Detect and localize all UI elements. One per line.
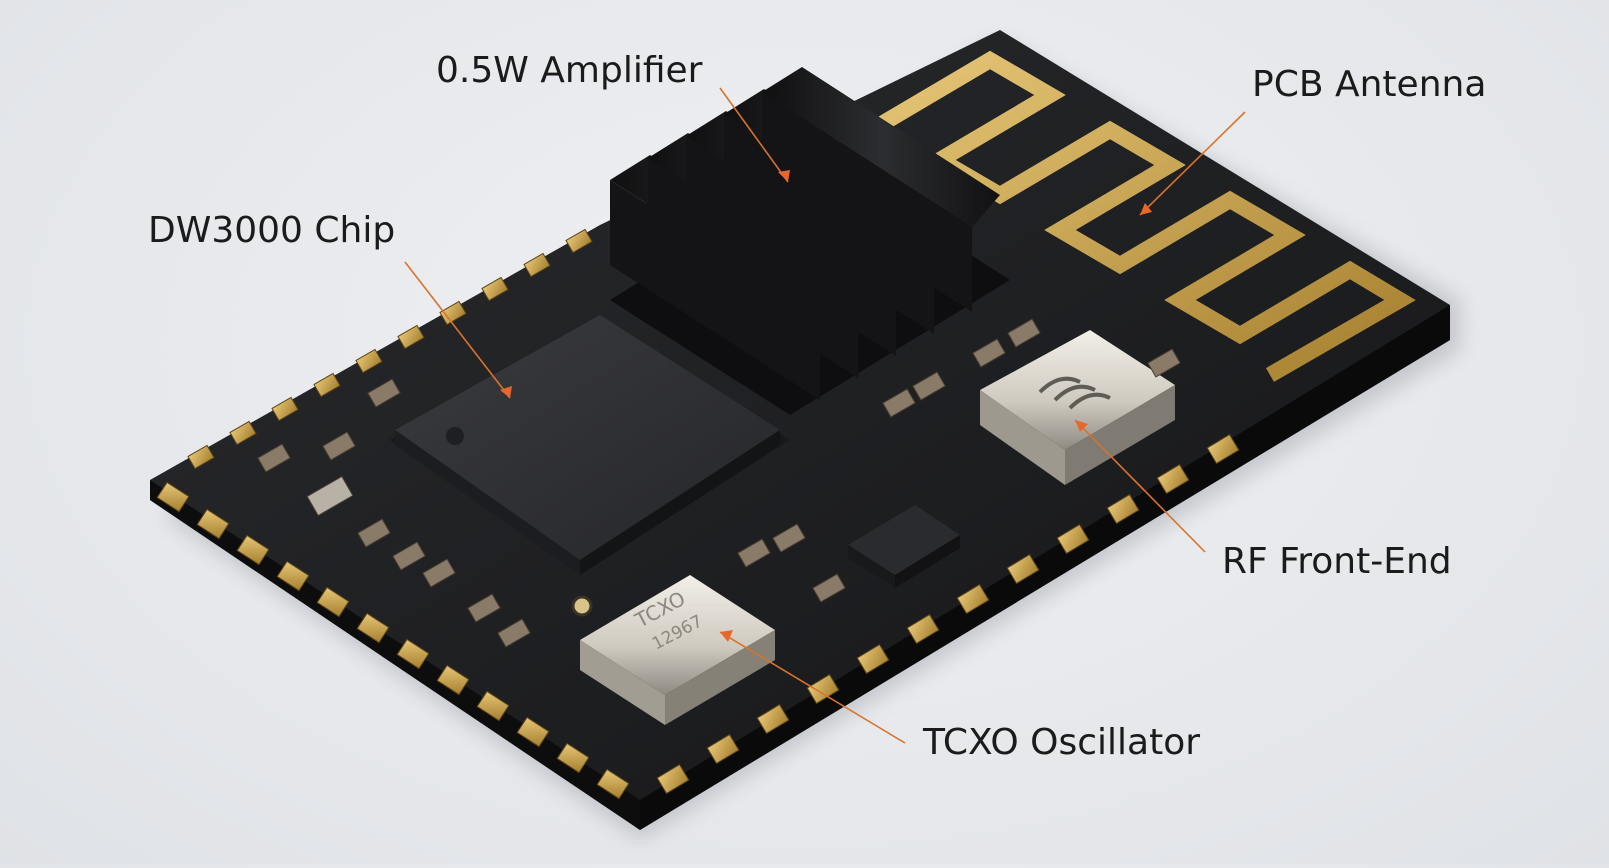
- via-pad: [571, 595, 593, 617]
- passive-components: [257, 318, 1181, 648]
- leader-arrowheads: [500, 170, 1152, 642]
- castellated-pads-right: [656, 433, 1240, 795]
- label-pcb-antenna: PCB Antenna: [1252, 64, 1487, 105]
- label-rf-front-end: RF Front-End: [1222, 541, 1452, 582]
- label-dw3000-chip: DW3000 Chip: [148, 210, 396, 251]
- amplifier-heatsink: [610, 67, 1010, 415]
- castellated-pads-left: [156, 481, 630, 800]
- leader-amplifier: [719, 87, 789, 183]
- label-amplifier: 0.5W Amplifier: [436, 50, 703, 91]
- pcb-antenna: [875, 50, 1416, 382]
- small-ic: [848, 505, 960, 588]
- leader-lines: [404, 87, 1246, 744]
- rf-front-end-shield: [980, 330, 1175, 485]
- castellated-pads-top: [187, 228, 593, 470]
- leader-antenna: [1139, 111, 1246, 216]
- leader-oscillator: [719, 631, 906, 744]
- pcb-board: [150, 30, 1450, 830]
- label-tcxo-oscillator: TCXO Oscillator: [923, 722, 1201, 763]
- tcxo-oscillator: [580, 575, 775, 725]
- leader-chip: [404, 261, 511, 399]
- dw3000-chip: [390, 315, 790, 575]
- leader-rf-front-end: [1074, 419, 1206, 553]
